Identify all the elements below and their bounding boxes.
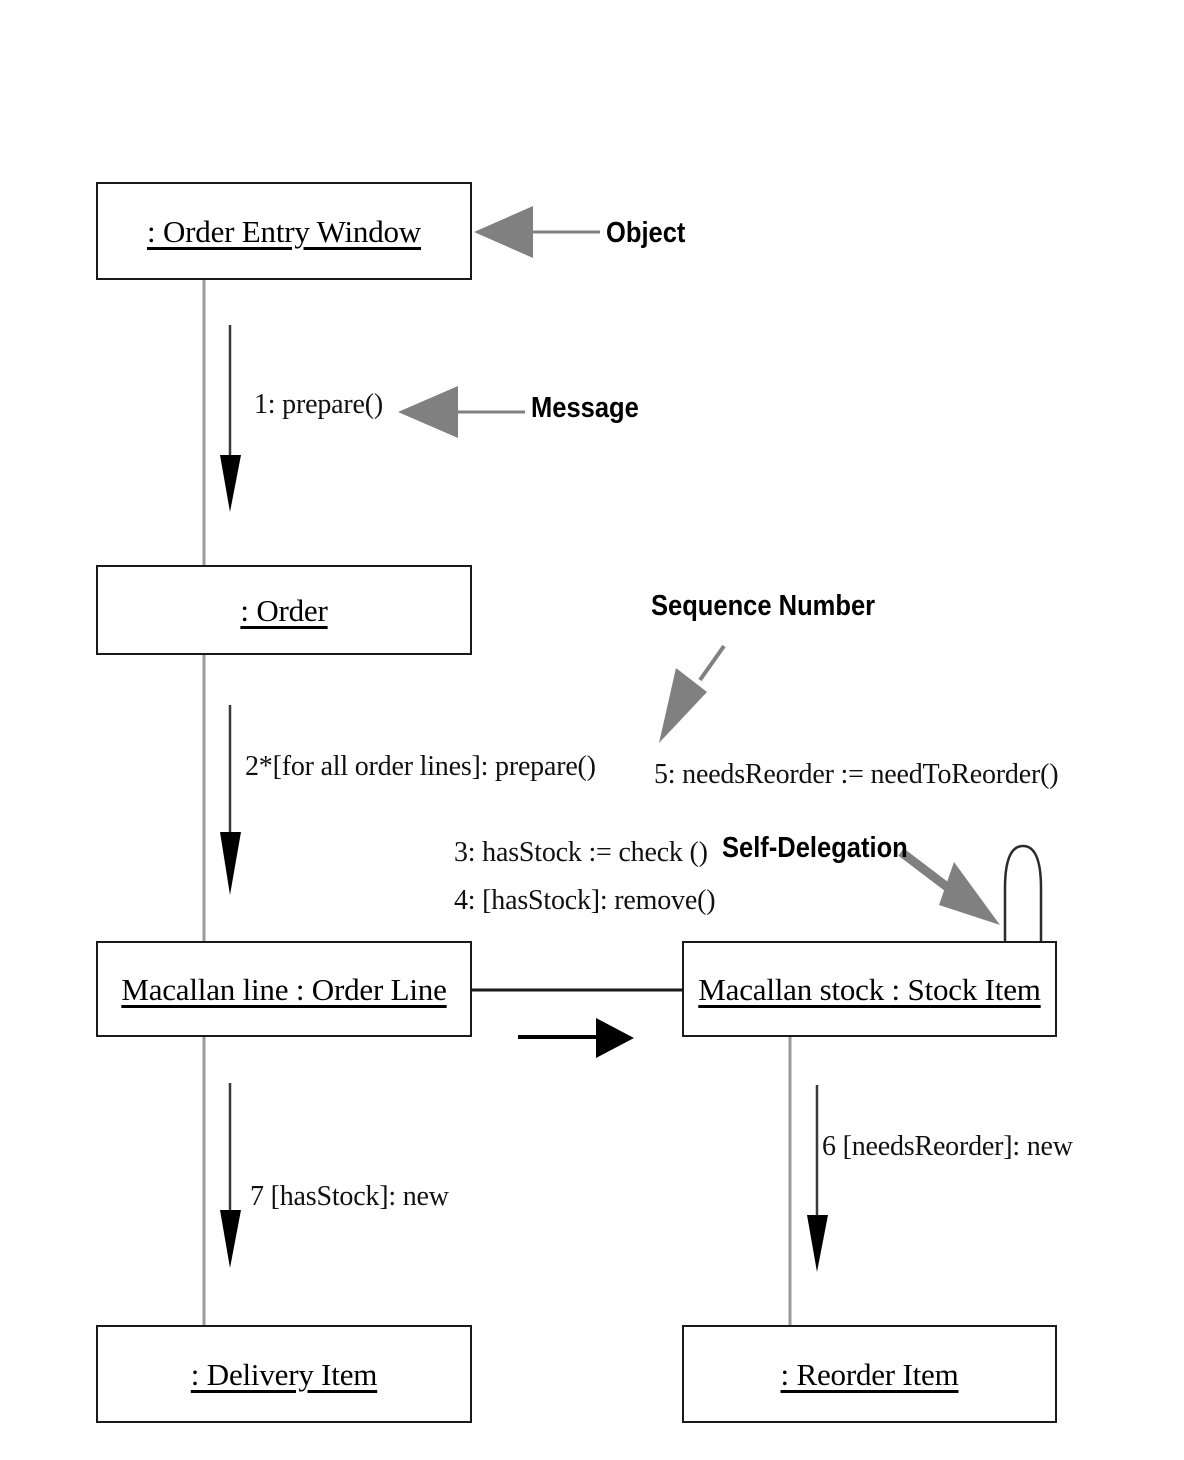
self-delegation-loop [1003, 844, 1043, 941]
object-label-stock-item: Macallan stock : Stock Item [698, 971, 1041, 1007]
message-label-7: 7 [hasStock]: new [250, 1181, 449, 1212]
sequence-number-annotation-leader [659, 644, 726, 743]
object-label-order: : Order [240, 592, 328, 628]
message-label-3: 3: hasStock := check () [454, 837, 708, 868]
object-box-reorder-item[interactable]: : Reorder Item [682, 1325, 1057, 1423]
self-delegation-annotation-leader [898, 848, 1000, 925]
message-label-1: 1: prepare() [254, 389, 383, 420]
message-arrowhead-2 [220, 832, 241, 895]
annotation-label-object: Object [606, 217, 686, 249]
annotation-label-sequence-number: Sequence Number [651, 590, 876, 622]
object-box-delivery-item[interactable]: : Delivery Item [96, 1325, 472, 1423]
object-label-order-entry-window: : Order Entry Window [147, 213, 421, 249]
link-direction-arrow [518, 1018, 634, 1058]
message-arrowhead-1 [220, 455, 241, 512]
object-label-delivery-item: : Delivery Item [190, 1356, 378, 1392]
message-arrowhead-6 [807, 1215, 828, 1272]
message-annotation-leader [398, 386, 525, 438]
message-label-2: 2*[for all order lines]: prepare() [245, 751, 596, 782]
object-label-reorder-item: : Reorder Item [780, 1356, 959, 1392]
object-box-order-line[interactable]: Macallan line : Order Line [96, 941, 472, 1037]
message-arrowhead-7 [220, 1210, 241, 1268]
object-annotation-leader [474, 206, 600, 258]
object-box-order-entry-window[interactable]: : Order Entry Window [96, 182, 472, 280]
message-label-5: 5: needsReorder := needToReorder() [654, 759, 1059, 790]
object-label-order-line: Macallan line : Order Line [121, 971, 447, 1007]
object-box-order[interactable]: : Order [96, 565, 472, 655]
message-label-6: 6 [needsReorder]: new [822, 1131, 1073, 1162]
object-box-stock-item[interactable]: Macallan stock : Stock Item [682, 941, 1057, 1037]
annotation-label-self-delegation: Self-Delegation [722, 832, 908, 864]
annotation-label-message: Message [531, 392, 639, 424]
message-label-4: 4: [hasStock]: remove() [454, 885, 716, 916]
